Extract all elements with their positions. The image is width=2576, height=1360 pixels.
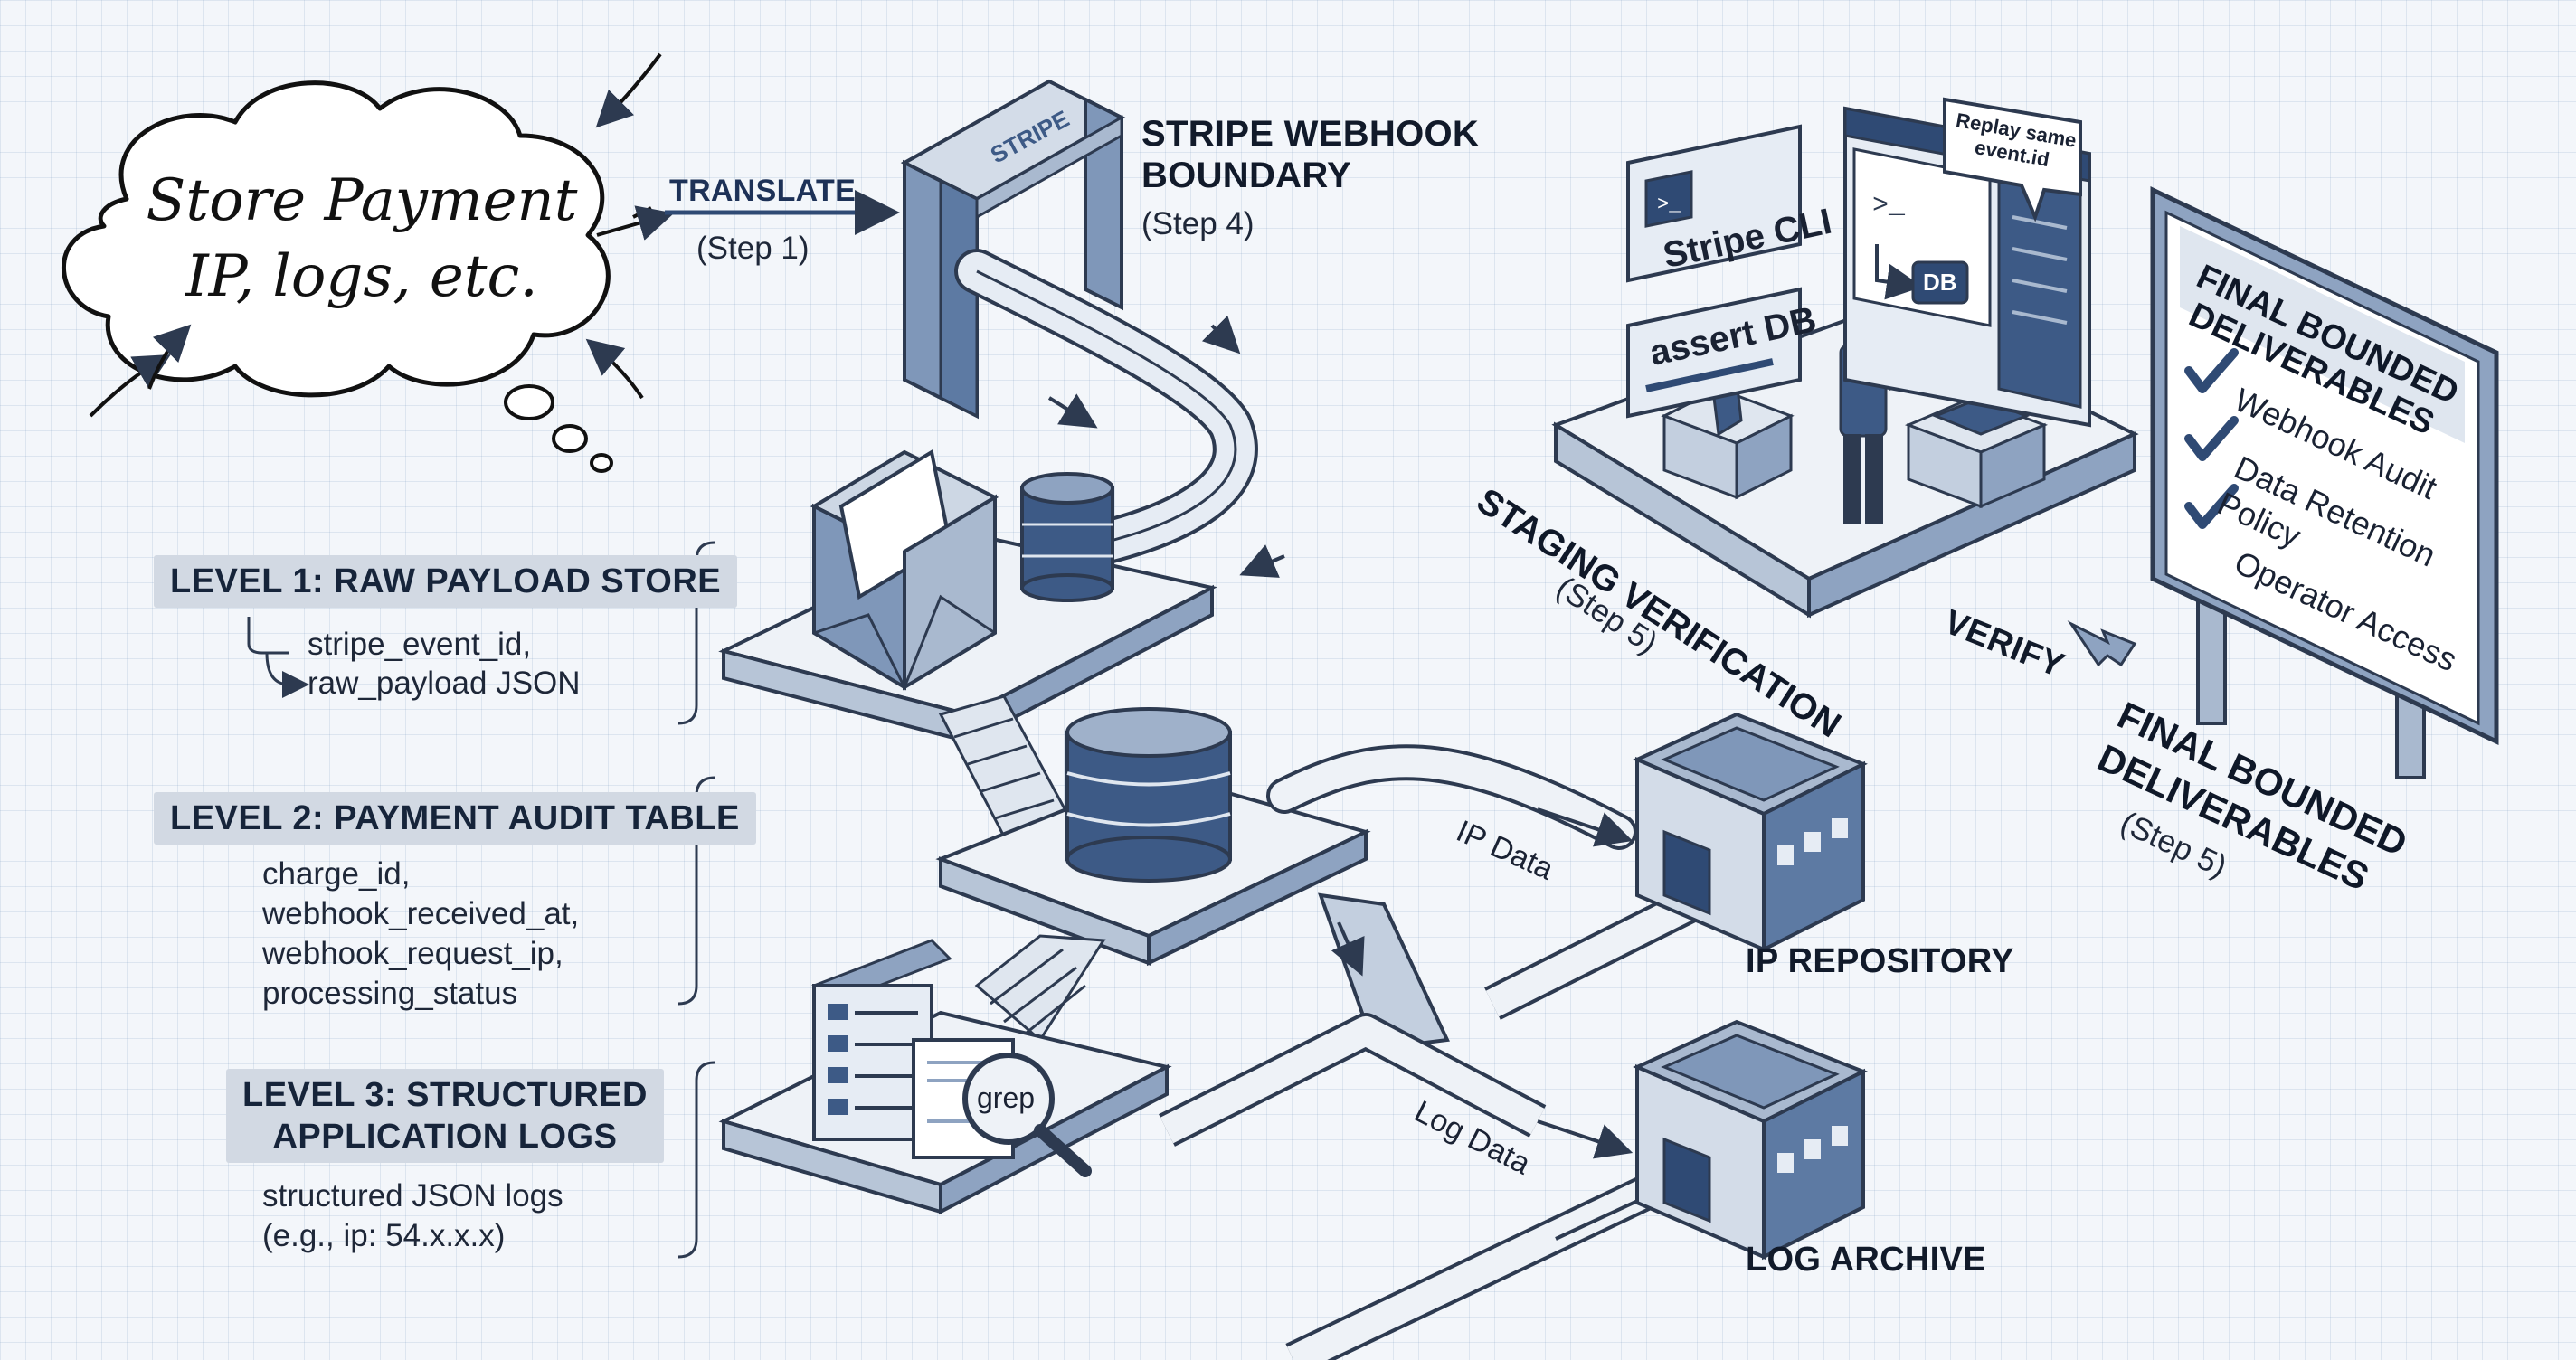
db-badge-label: DB [1923,269,1957,296]
level-2-field-2: webhook_received_at, [262,896,580,931]
cloud-text: Store Payment IP, logs, etc. [146,167,578,310]
verify-arrow [2067,620,2137,667]
ip-repository-label: IP REPOSITORY [1746,942,2014,980]
stairs-2 [974,934,1106,1043]
grep-label: grep [977,1081,1036,1114]
cli-panel: >_ [1626,124,1802,283]
document-list-icon [811,939,952,1141]
boundary-step: (Step 4) [1141,206,1255,241]
thought-cloud [61,52,675,473]
level-2-field-3: webhook_request_ip, [262,936,564,971]
level-2-field-4: processing_status [262,976,518,1011]
level-3-field-2: (e.g., ip: 54.x.x.x) [262,1218,506,1253]
replay-bubble [1943,97,2082,222]
webhook-pipe [954,249,1285,578]
translate-label: TRANSLATE [669,174,857,208]
level-1-connector [247,617,309,698]
deliverables-sign [2150,186,2499,779]
log-data-pipe [1159,879,1718,1360]
chute [1318,892,1450,1052]
level-1-field-2: raw_payload JSON [308,666,581,701]
assert-panel [1626,287,1802,419]
level-3-tag: LEVEL 3: STRUCTURED APPLICATION LOGS [226,1069,664,1163]
level-3-field-1: structured JSON logs [262,1178,564,1214]
database-icon-small [1020,472,1114,602]
envelope-icon [810,449,999,691]
log-archive-building [1633,1019,1868,1261]
boundary-title: STRIPE WEBHOOK BOUNDARY [1141,114,1480,195]
level-1-tag: LEVEL 1: RAW PAYLOAD STORE [154,555,738,608]
ip-data-pipe [1266,744,1637,850]
translate-step: (Step 1) [696,231,810,266]
svg-text:>_: >_ [1657,194,1681,216]
staging-pedestal-right [1904,396,2049,509]
log-archive-label: LOG ARCHIVE [1746,1241,1986,1279]
ip-repository-building [1633,712,1868,953]
level-1-field-1: stripe_event_id, [308,627,532,662]
level-2-field-1: charge_id, [262,856,411,892]
database-icon-large [1065,707,1232,883]
magnifier-icon [912,1038,1092,1177]
level-2-tag: LEVEL 2: PAYMENT AUDIT TABLE [154,792,756,845]
level-braces [677,541,715,1259]
stripe-gate [900,79,1126,420]
svg-text:>_: >_ [1872,191,1906,222]
